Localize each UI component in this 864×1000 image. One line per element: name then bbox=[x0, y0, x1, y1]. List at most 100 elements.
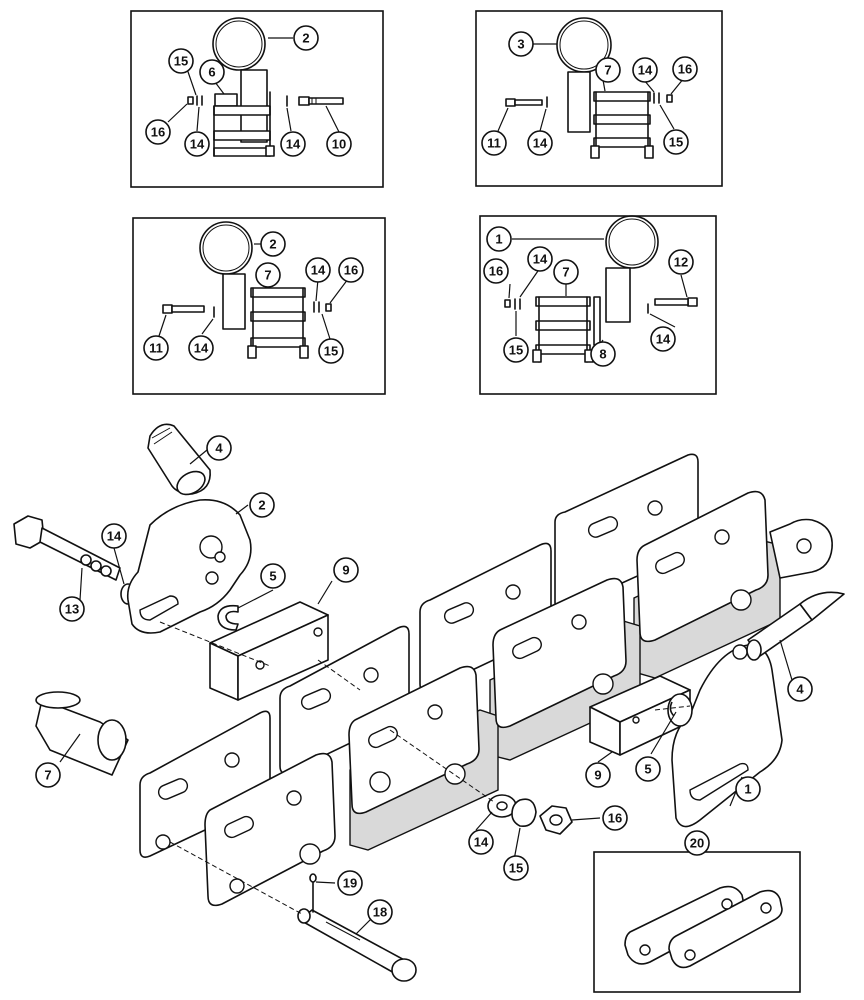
callout-circle bbox=[553, 259, 579, 285]
callout-label: 15 bbox=[509, 343, 523, 358]
callout-p2-0: 3 bbox=[508, 31, 534, 57]
bolt-shank-part bbox=[654, 298, 689, 306]
callout-circle bbox=[787, 676, 813, 702]
callout-circle bbox=[168, 48, 194, 74]
callout-circle bbox=[255, 262, 281, 288]
link-plate bbox=[535, 344, 591, 355]
callout-label: 15 bbox=[669, 135, 683, 150]
callout-circle bbox=[481, 130, 507, 156]
callout-p1-2: 15 bbox=[168, 48, 194, 74]
callout-label: 9 bbox=[594, 768, 601, 783]
callout-p2-6: 15 bbox=[663, 129, 689, 155]
chain-front-row bbox=[204, 490, 833, 907]
callout-p4-2: 16 bbox=[483, 258, 509, 284]
callout-main-11: 14 bbox=[468, 829, 494, 855]
callout-circle bbox=[184, 131, 210, 157]
callout-main-10: 1 bbox=[735, 776, 761, 802]
cotter-pin-part-19 bbox=[309, 873, 317, 913]
link-plate bbox=[593, 91, 651, 102]
callout-label: 14 bbox=[286, 137, 301, 152]
callout-circle bbox=[280, 131, 306, 157]
callout-circle bbox=[503, 855, 529, 881]
callout-main-0: 4 bbox=[206, 435, 232, 461]
attachment-part-2 bbox=[126, 498, 252, 634]
callout-label: 15 bbox=[174, 54, 188, 69]
link-plate bbox=[250, 311, 306, 322]
callout-circle bbox=[650, 326, 676, 352]
callout-circle bbox=[59, 596, 85, 622]
front-plate bbox=[636, 490, 769, 643]
block-part-9-left bbox=[209, 601, 329, 701]
callout-circle bbox=[367, 899, 393, 925]
bolt-shank-part bbox=[308, 97, 344, 105]
link-plate bbox=[535, 320, 591, 331]
callout-circle bbox=[735, 776, 761, 802]
callout-label: 7 bbox=[562, 265, 569, 280]
callout-circle bbox=[595, 57, 621, 83]
link-plate bbox=[250, 337, 306, 348]
callout-main-4: 5 bbox=[260, 563, 286, 589]
callout-label: 14 bbox=[474, 835, 489, 850]
callout-circle bbox=[249, 492, 275, 518]
alignment-line bbox=[169, 841, 303, 915]
bolt-head-part bbox=[687, 297, 698, 307]
callout-label: 6 bbox=[208, 65, 215, 80]
link-plate bbox=[535, 296, 591, 307]
callout-circle bbox=[206, 435, 232, 461]
callout-circle bbox=[326, 131, 352, 157]
callout-main-7: 4 bbox=[787, 676, 813, 702]
callout-p3-6: 15 bbox=[318, 338, 344, 364]
callout-main-13: 16 bbox=[602, 805, 628, 831]
callout-p1-1: 6 bbox=[199, 59, 225, 85]
main-exploded-view bbox=[13, 423, 845, 993]
bolt-head-part bbox=[298, 96, 310, 106]
callout-p3-0: 2 bbox=[260, 231, 286, 257]
callout-label: 8 bbox=[599, 347, 606, 362]
callout-p4-0: 1 bbox=[486, 226, 512, 252]
callout-label: 14 bbox=[638, 63, 653, 78]
link-plate bbox=[213, 105, 271, 116]
callout-circle bbox=[333, 557, 359, 583]
callout-label: 12 bbox=[674, 255, 688, 270]
callout-main-12: 15 bbox=[503, 855, 529, 881]
callout-label: 9 bbox=[342, 563, 349, 578]
link-plate bbox=[213, 147, 271, 157]
callout-p2-2: 14 bbox=[632, 57, 658, 83]
callout-circle bbox=[632, 57, 658, 83]
attachment-ring-part bbox=[212, 17, 266, 71]
link-plate bbox=[250, 287, 306, 298]
inset-connector-link bbox=[593, 851, 801, 993]
callout-p4-6: 8 bbox=[590, 341, 616, 367]
bolt-shank-part bbox=[171, 305, 205, 313]
callout-label: 2 bbox=[269, 237, 276, 252]
callout-label: 3 bbox=[517, 37, 524, 52]
callout-p4-7: 14 bbox=[650, 326, 676, 352]
callout-label: 11 bbox=[487, 136, 501, 151]
callout-p1-6: 10 bbox=[326, 131, 352, 157]
callout-p1-5: 14 bbox=[280, 131, 306, 157]
callout-main-2: 14 bbox=[101, 523, 127, 549]
nut-part bbox=[187, 96, 194, 105]
callout-label: 13 bbox=[65, 602, 79, 617]
callout-label: 7 bbox=[604, 63, 611, 78]
callout-p3-5: 14 bbox=[188, 335, 214, 361]
callout-circle bbox=[143, 335, 169, 361]
alignment-line bbox=[389, 729, 495, 803]
callout-main-15: 18 bbox=[367, 899, 393, 925]
callout-label: 7 bbox=[44, 768, 51, 783]
callout-p1-0: 2 bbox=[293, 25, 319, 51]
callout-p4-3: 14 bbox=[527, 246, 553, 272]
attachment-block-part bbox=[605, 267, 631, 323]
callout-circle bbox=[663, 129, 689, 155]
callout-p2-3: 16 bbox=[672, 56, 698, 82]
link-plate bbox=[213, 130, 271, 141]
callout-circle bbox=[668, 249, 694, 275]
callout-main-6: 7 bbox=[35, 762, 61, 788]
alignment-line bbox=[317, 659, 361, 691]
pin-part-4-top bbox=[147, 423, 211, 496]
callout-label: 15 bbox=[324, 344, 338, 359]
callout-circle bbox=[338, 257, 364, 283]
callout-label: 4 bbox=[215, 441, 223, 456]
callout-label: 14 bbox=[656, 332, 671, 347]
callout-circle bbox=[508, 31, 534, 57]
